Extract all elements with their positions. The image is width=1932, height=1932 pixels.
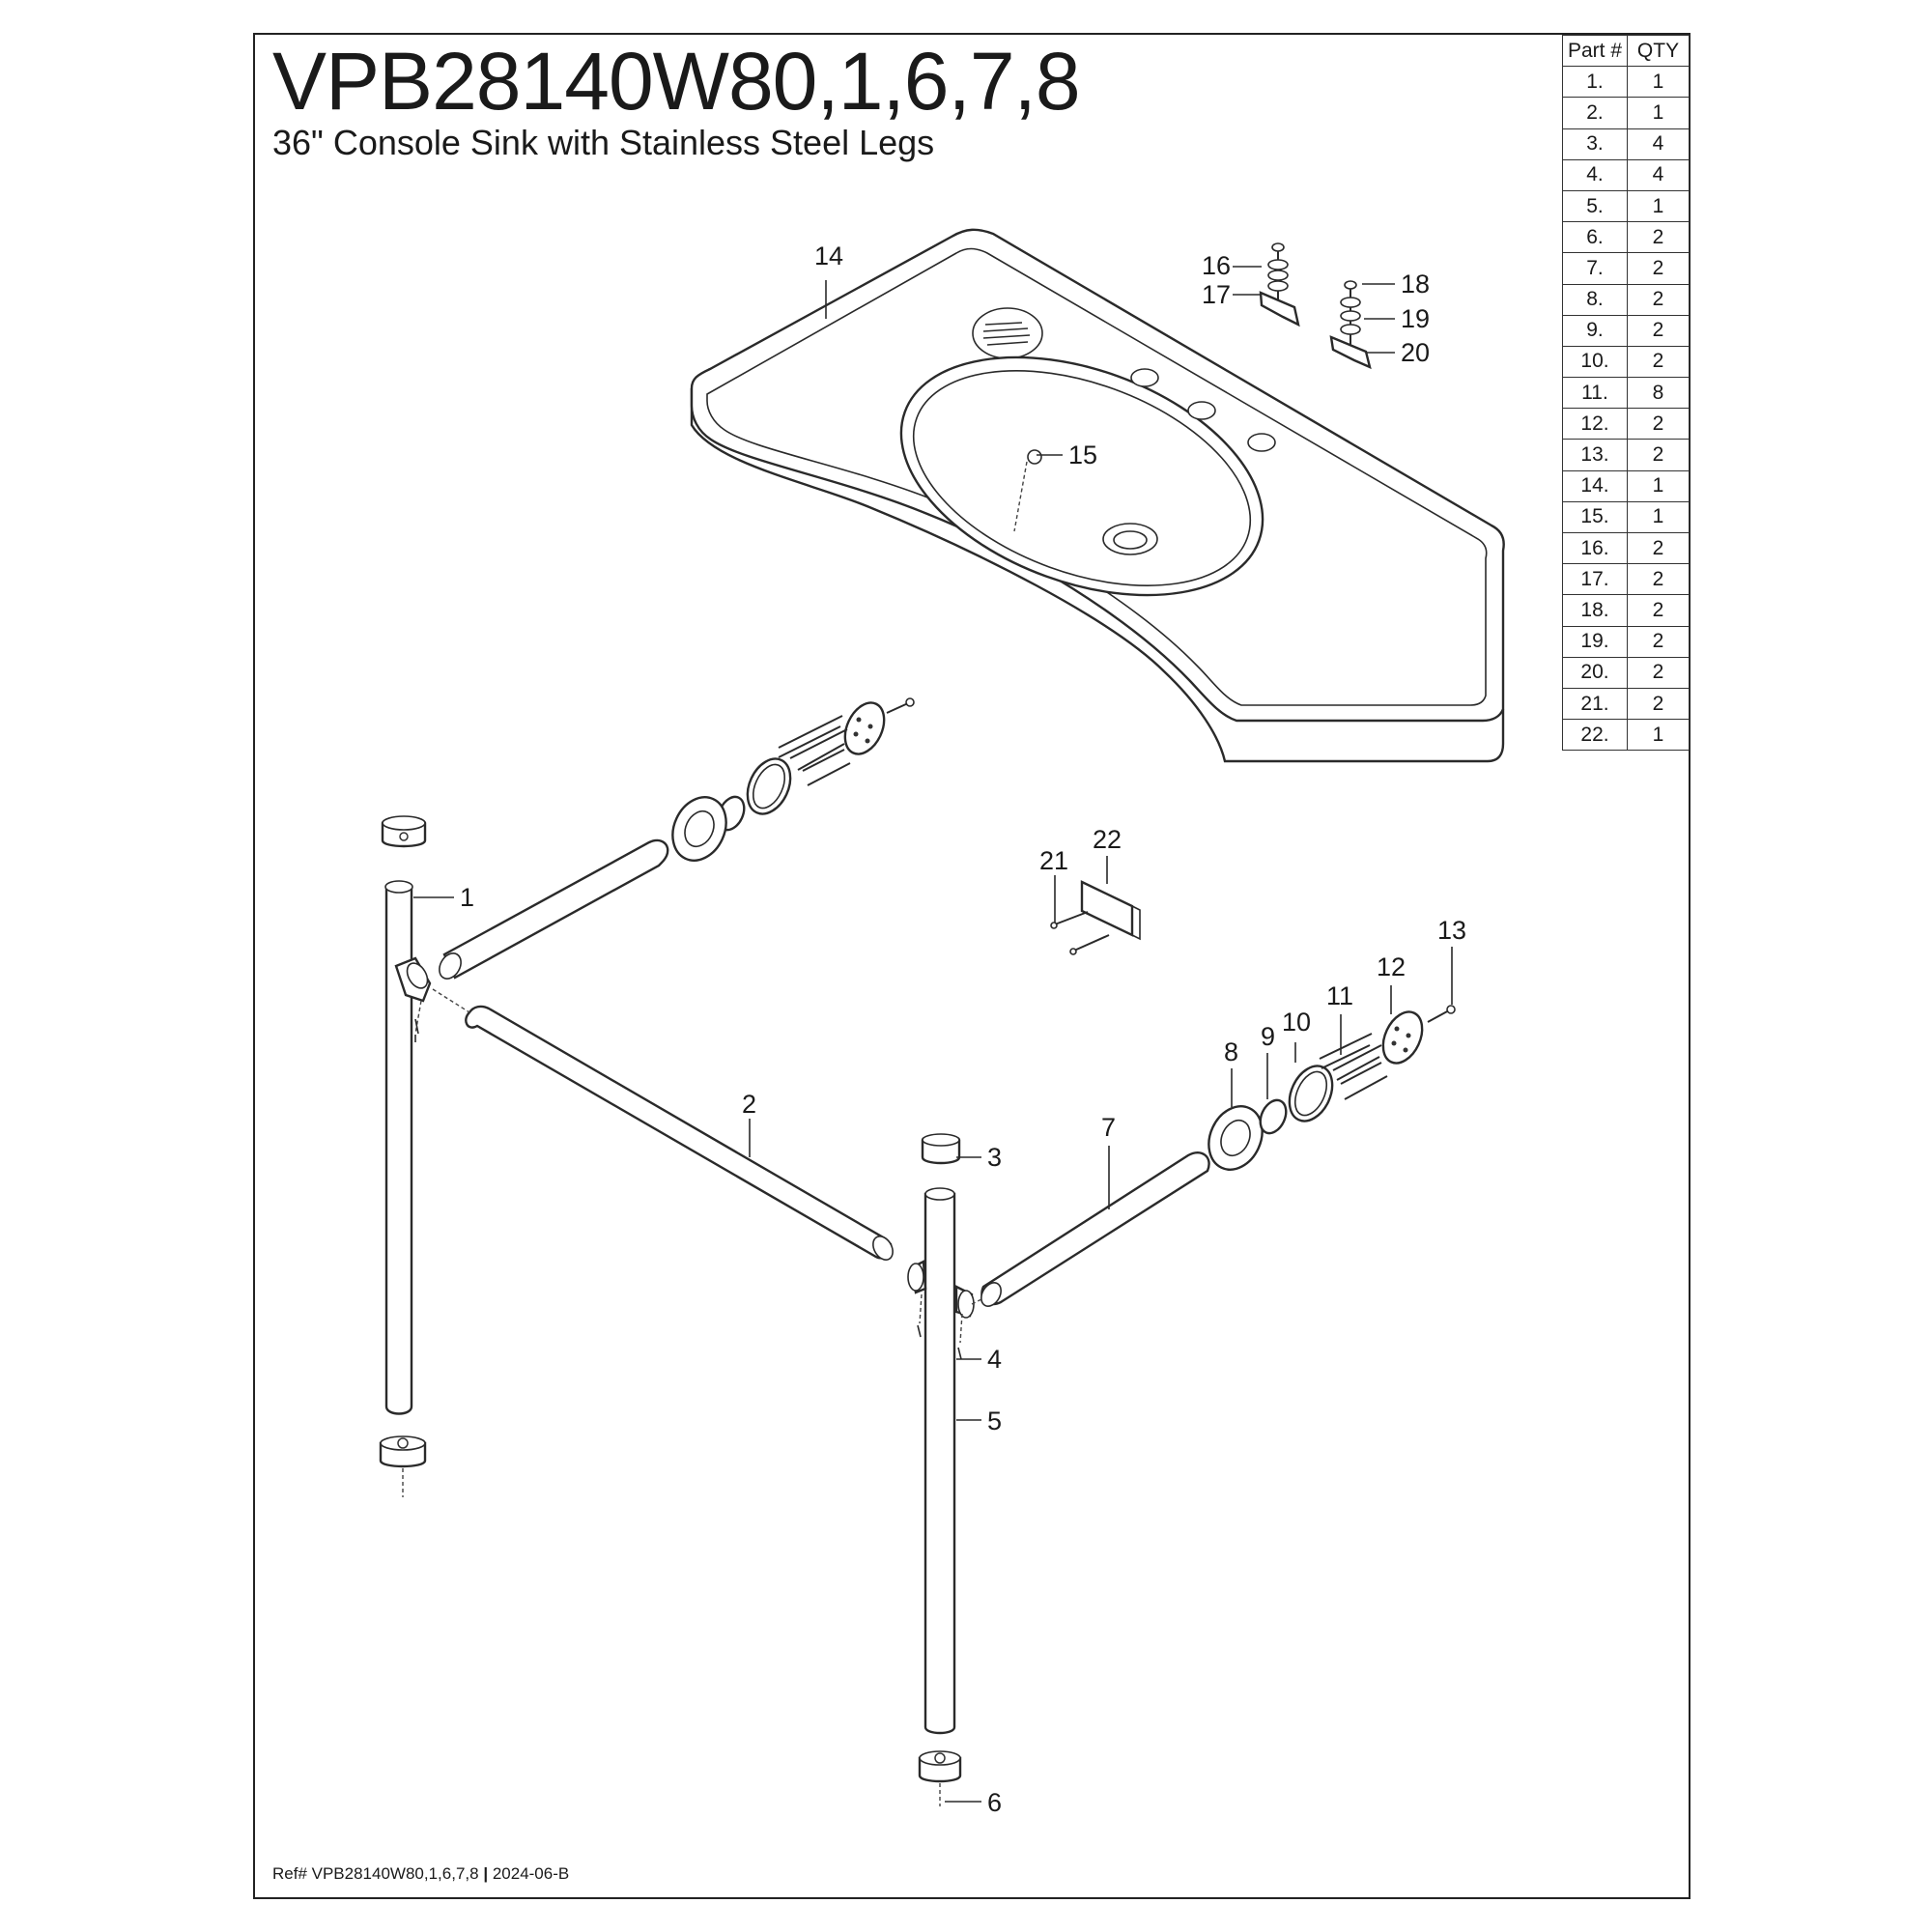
part-number: 21. [1562, 687, 1628, 721]
header-qty: QTY [1627, 34, 1690, 68]
table-row: 11.8 [1562, 377, 1690, 410]
part-qty: 1 [1627, 189, 1690, 223]
callout-15: 15 [1068, 440, 1097, 469]
part-qty: 2 [1627, 345, 1690, 379]
table-row: 7.2 [1562, 252, 1690, 285]
part-number: 19. [1562, 625, 1628, 658]
table-row: 20.2 [1562, 656, 1690, 689]
part-number: 20. [1562, 656, 1628, 689]
table-row: 22.1 [1562, 719, 1690, 752]
parts-table-header: Part # QTY [1562, 34, 1690, 68]
reference-separator: | [483, 1864, 489, 1883]
part-number: 18. [1562, 594, 1628, 627]
callout-1: 1 [460, 883, 474, 912]
part-qty: 2 [1627, 221, 1690, 254]
left-leg [379, 815, 432, 1497]
table-row: 10.2 [1562, 345, 1690, 379]
part-number: 5. [1562, 189, 1628, 223]
part-number: 7. [1562, 252, 1628, 285]
right-leg [907, 1133, 975, 1806]
table-row: 14.1 [1562, 469, 1690, 502]
part-qty: 2 [1627, 625, 1690, 658]
callout-2: 2 [742, 1090, 756, 1119]
part-qty: 2 [1627, 252, 1690, 285]
part-qty: 2 [1627, 531, 1690, 565]
part-qty: 4 [1627, 128, 1690, 160]
wall-anchor-set-b [1329, 280, 1372, 370]
table-row: 16.2 [1562, 531, 1690, 565]
table-row: 6.2 [1562, 221, 1690, 254]
table-row: 13.2 [1562, 439, 1690, 471]
page-subtitle: 36" Console Sink with Stainless Steel Le… [272, 123, 935, 162]
front-crossbar [432, 988, 894, 1261]
callout-21: 21 [1039, 846, 1068, 875]
callout-19: 19 [1401, 304, 1430, 333]
reference-number: Ref# VPB28140W80,1,6,7,8 [272, 1864, 479, 1883]
table-row: 4.4 [1562, 158, 1690, 191]
reference-revision: 2024-06-B [492, 1864, 570, 1883]
table-row: 18.2 [1562, 594, 1690, 627]
callout-14: 14 [814, 242, 843, 270]
part-qty: 2 [1627, 408, 1690, 440]
callout-12: 12 [1377, 952, 1406, 981]
table-row: 1.1 [1562, 66, 1690, 99]
table-row: 8.2 [1562, 283, 1690, 316]
part-qty: 8 [1627, 377, 1690, 410]
part-number: 11. [1562, 377, 1628, 410]
callout-13: 13 [1437, 916, 1466, 945]
part-qty: 1 [1627, 469, 1690, 502]
callout-4: 4 [987, 1345, 1002, 1374]
wall-anchor-set-a [1259, 242, 1300, 327]
table-row: 19.2 [1562, 625, 1690, 658]
part-number: 6. [1562, 221, 1628, 254]
wall-plate [1050, 880, 1141, 955]
part-number: 2. [1562, 97, 1628, 129]
part-number: 15. [1562, 500, 1628, 534]
part-number: 22. [1562, 719, 1628, 752]
part-qty: 1 [1627, 66, 1690, 99]
part-number: 8. [1562, 283, 1628, 316]
table-row: 9.2 [1562, 314, 1690, 347]
callout-20: 20 [1401, 338, 1430, 367]
upper-wall-flange [671, 697, 915, 862]
callout-11: 11 [1326, 981, 1353, 1010]
callout-16: 16 [1202, 251, 1231, 280]
part-qty: 1 [1627, 719, 1690, 752]
callout-5: 5 [987, 1406, 1002, 1435]
callout-18: 18 [1401, 270, 1430, 298]
table-row: 5.1 [1562, 189, 1690, 223]
part-number: 12. [1562, 408, 1628, 440]
callout-17: 17 [1202, 280, 1231, 309]
leader-lines [413, 266, 1453, 1803]
callout-8: 8 [1224, 1037, 1238, 1066]
callout-9: 9 [1261, 1022, 1275, 1051]
reference-footer: Ref# VPB28140W80,1,6,7,8 | 2024-06-B [272, 1864, 569, 1884]
side-crossbar [971, 1151, 1210, 1307]
lower-wall-flange [1208, 1005, 1456, 1171]
callout-22: 22 [1093, 825, 1122, 854]
table-row: 3.4 [1562, 128, 1690, 160]
part-number: 1. [1562, 66, 1628, 99]
parts-table: Part # QTY 1.1 2.1 3.4 4.4 5.1 6.2 7.2 8… [1562, 34, 1690, 752]
upper-crossbar [439, 838, 669, 980]
drawing-border [253, 33, 1690, 1899]
table-row: 12.2 [1562, 408, 1690, 440]
part-qty: 2 [1627, 656, 1690, 689]
callout-3: 3 [987, 1143, 1002, 1172]
part-number: 4. [1562, 158, 1628, 191]
table-row: 21.2 [1562, 687, 1690, 721]
table-row: 2.1 [1562, 97, 1690, 129]
callout-6: 6 [987, 1788, 1002, 1817]
page-title: VPB28140W80,1,6,7,8 [272, 36, 1081, 127]
callout-10: 10 [1282, 1008, 1311, 1037]
callout-7: 7 [1101, 1113, 1116, 1142]
part-qty: 1 [1627, 97, 1690, 129]
sink-basin [690, 228, 1505, 763]
part-qty: 2 [1627, 563, 1690, 596]
part-qty: 2 [1627, 283, 1690, 316]
part-qty: 2 [1627, 314, 1690, 347]
